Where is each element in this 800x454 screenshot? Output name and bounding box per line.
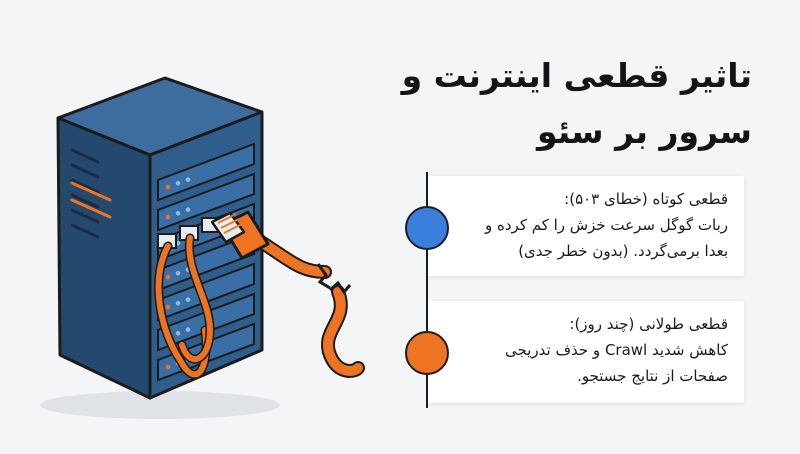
drive-led bbox=[165, 214, 171, 220]
info-card-long-outage: قطعی طولانی (چند روز): کاهش شدید Crawl و… bbox=[428, 301, 744, 403]
timeline-dot-orange bbox=[405, 331, 449, 375]
timeline-line bbox=[426, 172, 428, 408]
rack-side-vents bbox=[70, 148, 100, 239]
rj45-plug bbox=[210, 210, 270, 260]
server-illustration bbox=[0, 0, 400, 450]
drive-led bbox=[165, 274, 171, 280]
cable-break-bottom bbox=[329, 280, 352, 295]
card-text: ربات گوگل سرعت خزش را کم کرده و bbox=[485, 216, 728, 234]
drive-led bbox=[185, 177, 191, 182]
card-text: صفحات از نتایج جستجو. bbox=[577, 367, 728, 385]
rack-side-stripes bbox=[70, 181, 112, 219]
drive-led bbox=[185, 327, 191, 332]
drive-led bbox=[175, 331, 181, 336]
drive-led bbox=[175, 271, 181, 276]
drive-led bbox=[185, 297, 191, 302]
card-heading: قطعی کوتاه (خطای ۵۰۳): bbox=[564, 190, 728, 208]
drive-led bbox=[165, 304, 171, 310]
rack-left-side bbox=[56, 116, 152, 400]
drive-led bbox=[175, 181, 181, 186]
rack-shadow bbox=[40, 391, 280, 419]
card-heading: قطعی طولانی (چند روز): bbox=[569, 315, 728, 333]
title-line-1: تاثیر قطعی اینترنت و bbox=[401, 56, 752, 95]
timeline-dot-blue bbox=[405, 206, 449, 250]
drive-led bbox=[165, 184, 171, 190]
cable-break-top bbox=[316, 263, 331, 290]
info-card-short-outage: قطعی کوتاه (خطای ۵۰۳): ربات گوگل سرعت خز… bbox=[428, 176, 744, 276]
drive-led bbox=[175, 211, 181, 216]
drive-led bbox=[165, 364, 171, 370]
server-rack-icon bbox=[40, 76, 365, 419]
page-title: تاثیر قطعی اینترنت و سرور بر سئو bbox=[352, 48, 752, 160]
drive-bay bbox=[157, 142, 255, 202]
drive-led bbox=[175, 301, 181, 306]
drive-bay bbox=[157, 172, 255, 232]
card-text: بعدا برمی‌گردد. (بدون خطر جدی) bbox=[518, 242, 728, 260]
title-line-2: سرور بر سئو bbox=[537, 112, 752, 151]
network-cables bbox=[154, 233, 365, 379]
drive-led bbox=[185, 207, 191, 212]
card-text: کاهش شدید Crawl و حذف تدریجی bbox=[505, 341, 728, 359]
